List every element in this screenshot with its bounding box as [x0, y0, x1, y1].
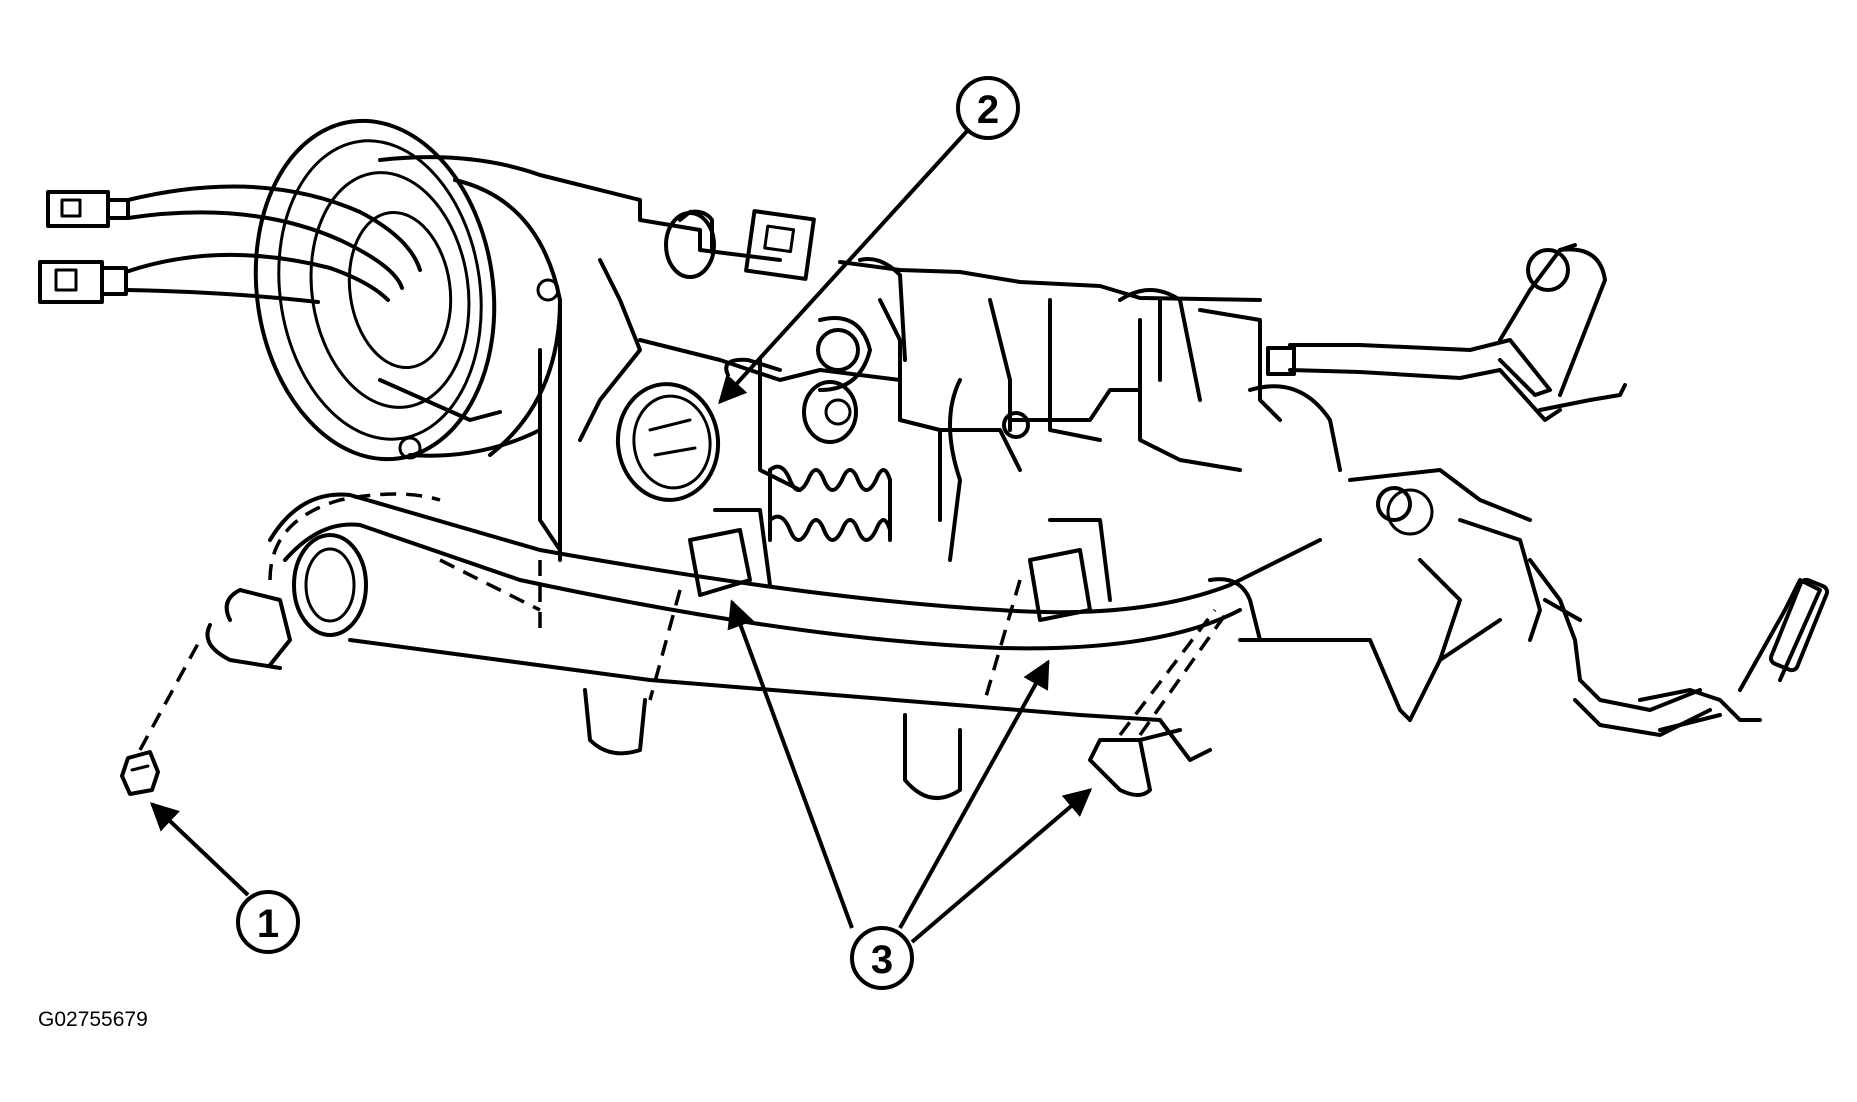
- figure-id: G02755679: [38, 1008, 148, 1031]
- callout-3: 3: [727, 599, 1093, 990]
- wire-harness-connectors: [38, 184, 422, 304]
- bolt: [120, 750, 160, 796]
- tilt-lever: [1248, 243, 1627, 472]
- shift-cable-and-handle: [1528, 558, 1830, 737]
- clockspring-assembly: [253, 118, 562, 462]
- connector-blocks: [688, 508, 1262, 797]
- callout-3-label: 3: [871, 938, 893, 982]
- installation-guide-lines: [138, 492, 1227, 751]
- callout-2-label: 2: [977, 88, 999, 132]
- lock-cylinder-housing: [615, 357, 858, 502]
- callout-1: 1: [149, 802, 300, 954]
- callout-2: 2: [718, 76, 1020, 405]
- callout-1-label: 1: [257, 902, 279, 946]
- tilt-spring: [768, 464, 892, 542]
- steering-column-body: [538, 178, 1434, 562]
- lower-mounting-bracket: [205, 468, 1542, 800]
